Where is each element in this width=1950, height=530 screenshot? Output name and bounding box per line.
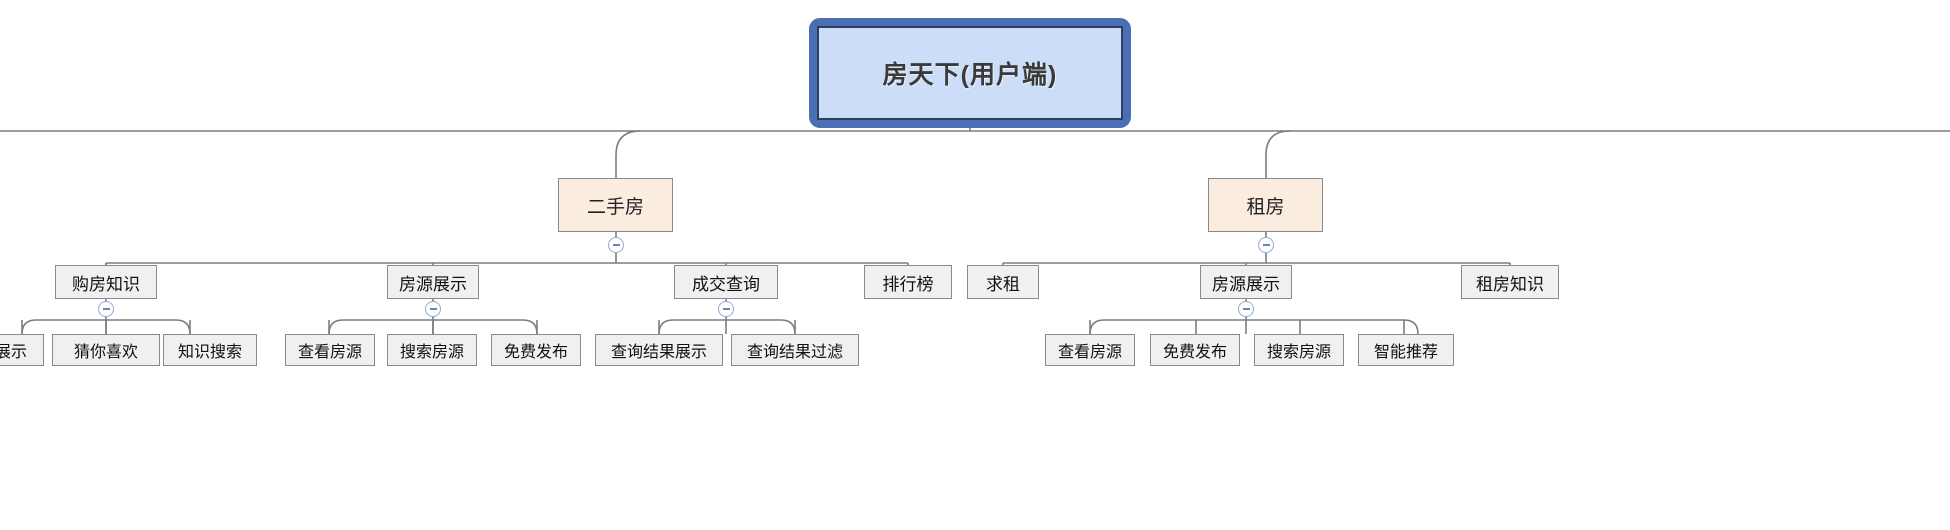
leaf-label: 搜索房源 <box>1266 344 1331 361</box>
node-label: 租房知识 <box>1476 274 1544 294</box>
node-label: 求租 <box>986 274 1020 294</box>
leaf-label: 查看房源 <box>297 344 362 361</box>
leaf-sousuofangyuan-zufang[interactable]: 搜索房源 <box>1254 334 1344 366</box>
leaf-sousuofangyuan-ershou[interactable]: 搜索房源 <box>387 334 477 366</box>
collapse-minus-icon-goufangzhishi[interactable] <box>98 301 114 317</box>
leaf-label: 搜索房源 <box>399 344 464 361</box>
leaf-label: 查询结果展示 <box>610 344 707 361</box>
leaf-label: 查询结果过滤 <box>746 344 843 361</box>
leaf-label: 展示 <box>0 344 27 361</box>
branch-label: 租房 <box>1246 196 1285 218</box>
leaf-zhanshi[interactable]: 展示 <box>0 334 44 366</box>
node-paihangbang[interactable]: 排行榜 <box>864 265 952 299</box>
leaf-chakanfangyuan-ershou[interactable]: 查看房源 <box>285 334 375 366</box>
leaf-label: 查看房源 <box>1057 344 1122 361</box>
node-chengjiaochaxun[interactable]: 成交查询 <box>674 265 778 299</box>
leaf-chaxunjieguoguolv[interactable]: 查询结果过滤 <box>731 334 859 366</box>
node-fangyuanzhanshi-zufang[interactable]: 房源展示 <box>1200 265 1292 299</box>
leaf-label: 智能推荐 <box>1373 344 1438 361</box>
collapse-minus-icon-ershoufang[interactable] <box>608 237 624 253</box>
branch-node-ershoufang[interactable]: 二手房 <box>558 178 673 232</box>
collapse-minus-icon-fangyuanzhanshi-ershou[interactable] <box>425 301 441 317</box>
node-label: 排行榜 <box>882 274 934 294</box>
leaf-label: 猜你喜欢 <box>73 344 138 361</box>
leaf-zhinengtuijian[interactable]: 智能推荐 <box>1358 334 1454 366</box>
leaf-label: 知识搜索 <box>177 344 242 361</box>
root-node[interactable]: 房天下(用户端) <box>809 18 1131 128</box>
leaf-chaxunjieguozhanshi[interactable]: 查询结果展示 <box>595 334 723 366</box>
leaf-chakanfangyuan-zufang[interactable]: 查看房源 <box>1045 334 1135 366</box>
branch-label: 二手房 <box>586 196 644 218</box>
node-qiuzu[interactable]: 求租 <box>967 265 1039 299</box>
branch-node-zufang[interactable]: 租房 <box>1208 178 1323 232</box>
node-label: 购房知识 <box>72 274 140 294</box>
node-label: 房源展示 <box>1212 274 1280 294</box>
node-zufangzhishi[interactable]: 租房知识 <box>1461 265 1559 299</box>
leaf-zhishisousuo[interactable]: 知识搜索 <box>163 334 257 366</box>
collapse-minus-icon-chengjiaochaxun[interactable] <box>718 301 734 317</box>
root-node-label: 房天下(用户端) <box>817 26 1123 120</box>
node-label: 房源展示 <box>399 274 467 294</box>
leaf-mianfeifabu-ershou[interactable]: 免费发布 <box>491 334 581 366</box>
collapse-minus-icon-zufang[interactable] <box>1258 237 1274 253</box>
leaf-label: 免费发布 <box>1162 344 1227 361</box>
leaf-mianfeifabu-zufang[interactable]: 免费发布 <box>1150 334 1240 366</box>
collapse-minus-icon-fangyuanzhanshi-zufang[interactable] <box>1238 301 1254 317</box>
leaf-cainixihuan[interactable]: 猜你喜欢 <box>52 334 160 366</box>
node-fangyuanzhanshi-ershou[interactable]: 房源展示 <box>387 265 479 299</box>
node-goufangzhishi[interactable]: 购房知识 <box>55 265 157 299</box>
node-label: 成交查询 <box>692 274 760 294</box>
leaf-label: 免费发布 <box>503 344 568 361</box>
